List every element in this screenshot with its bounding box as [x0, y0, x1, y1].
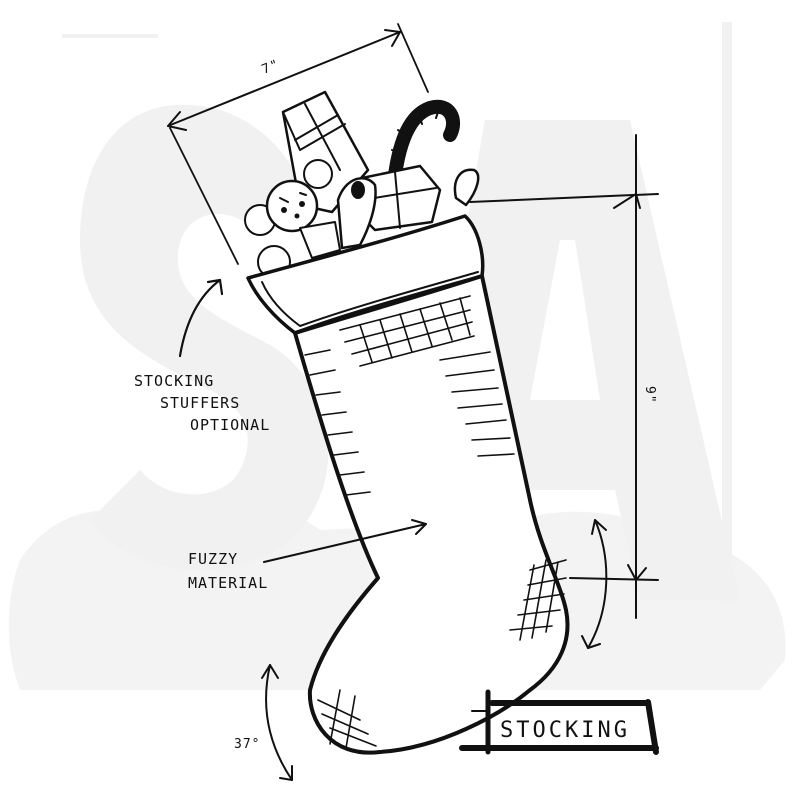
title-plate-label: STOCKING	[500, 718, 630, 743]
angle-annotation: 37°	[234, 664, 293, 781]
stocking-outline	[293, 274, 570, 755]
cross-hatching	[304, 295, 567, 749]
watermark-bar	[722, 22, 732, 602]
height-label: 9"	[642, 386, 657, 404]
stuffers-line-2: STUFFERS	[160, 394, 240, 412]
height-dimension: 9"	[469, 134, 659, 619]
heel-rotation-arrow	[581, 519, 608, 649]
stuffers-annotation: STOCKING STUFFERS OPTIONAL	[134, 278, 270, 434]
candy-cane	[388, 99, 461, 182]
width-dimension: 7"	[167, 23, 429, 265]
width-label: 7"	[260, 57, 282, 78]
material-line-2: MATERIAL	[188, 574, 268, 592]
stocking	[246, 214, 570, 755]
stuffers-line-1: STOCKING	[134, 372, 214, 390]
watermark-letter-s	[80, 104, 329, 571]
ribbon-loop	[453, 168, 480, 207]
angle-label: 37°	[234, 737, 260, 752]
watermark-dash	[62, 34, 158, 38]
stocking-contents	[244, 90, 480, 279]
material-annotation: FUZZY MATERIAL	[188, 519, 427, 592]
toy	[336, 176, 377, 250]
stuffers-line-3: OPTIONAL	[190, 416, 270, 434]
title-plate: STOCKING	[459, 689, 659, 755]
teddy-bear	[244, 159, 341, 279]
material-line-1: FUZZY	[188, 550, 238, 568]
